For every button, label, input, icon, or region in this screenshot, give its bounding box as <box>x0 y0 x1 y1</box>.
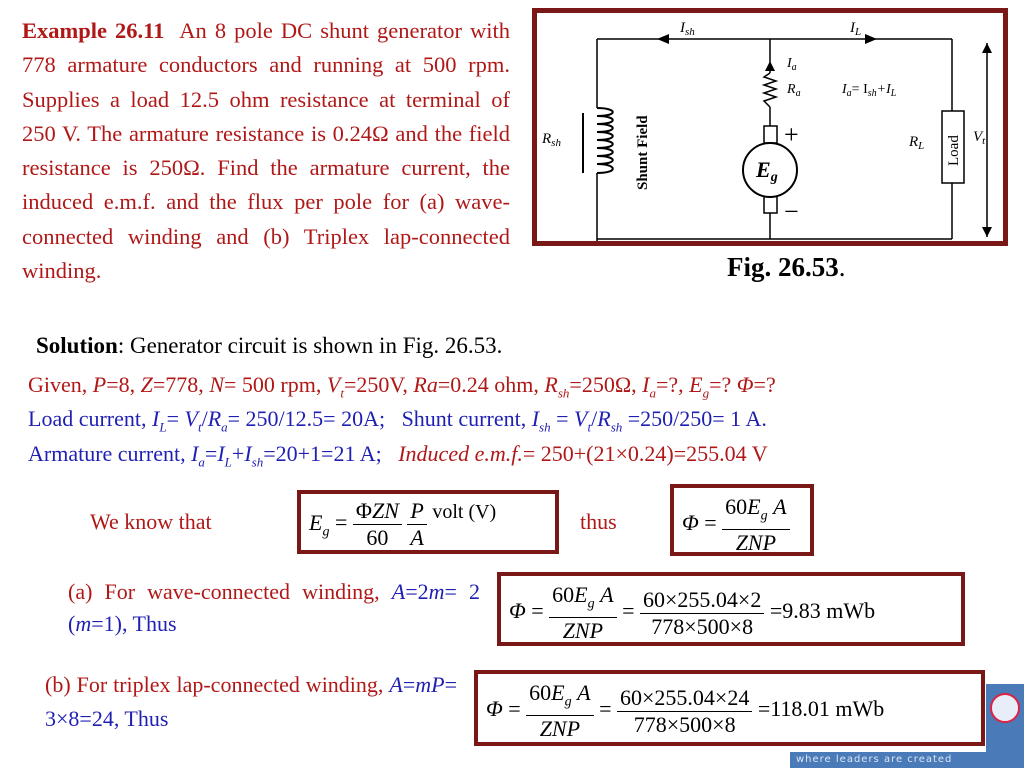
circuit-diagram: Ish IL Ia Ra Ia= Ish+IL Rsh Shunt Field … <box>541 20 992 241</box>
ia-label: Ia <box>786 56 797 73</box>
ia-arrow-icon <box>765 61 775 71</box>
load-label: Load <box>946 135 962 166</box>
part-a-text: (a) For wave-connected winding, A=2m= 2 … <box>68 579 480 636</box>
plus-sign: + <box>784 120 799 149</box>
part-b-denominator: 778×500×8 <box>633 711 736 737</box>
circuit-figure: Ish IL Ia Ra Ia= Ish+IL Rsh Shunt Field … <box>532 8 1008 246</box>
part-b-numerator: 60×255.04×24 <box>617 685 753 712</box>
part-a-result: =9.83 mWb <box>769 598 876 624</box>
volt-unit: volt (V) <box>432 500 497 523</box>
part-a-denominator: 778×500×8 <box>651 613 754 639</box>
eg-label: Eg <box>755 157 778 185</box>
rsh-label: Rsh <box>541 131 561 149</box>
armature-circle <box>742 142 798 198</box>
minus-sign: − <box>784 197 799 226</box>
ra-label: Ra <box>786 82 801 99</box>
part-b-result: =118.01 mWb <box>757 696 885 722</box>
given-line: Given, P=8, Z=778, N= 500 rpm, Vt=250V, … <box>28 372 776 401</box>
figure-caption: Fig. 26.53. <box>727 252 846 282</box>
ish-label: Ish <box>679 20 695 38</box>
shunt-field-label: Shunt Field <box>635 115 651 190</box>
part-a-numerator: 60×255.04×2 <box>640 587 765 614</box>
example-text: An 8 pole DC shunt generator with 778 ar… <box>22 18 511 284</box>
example-label: Example 26.11 <box>22 18 165 43</box>
armature-current-line: Armature current, Ia=IL+Ish=20+1=21 A; I… <box>28 441 768 470</box>
solution-label: Solution <box>36 333 118 358</box>
ish-arrow-icon <box>657 34 669 44</box>
solution-line: Solution: Generator circuit is shown in … <box>36 333 502 359</box>
ia-equation: Ia= Ish+IL <box>841 82 897 99</box>
example-paragraph: Example 26.11 An 8 pole DC shunt generat… <box>22 14 510 288</box>
rl-label: RL <box>908 134 924 152</box>
il-arrow-icon <box>865 34 877 44</box>
load-current-line: Load current, IL= Vt/Ra= 250/12.5= 20A; … <box>28 406 767 435</box>
load-box <box>941 110 965 184</box>
footer-tagline: where leaders are created <box>790 752 1024 768</box>
part-b-text: (b) For triplex lap-connected winding, A… <box>45 672 457 731</box>
thus-text: thus <box>580 509 617 534</box>
solution-text: : Generator circuit is shown in Fig. 26.… <box>117 333 503 358</box>
we-know-text: We know that <box>90 509 212 534</box>
logo-emblem-icon <box>990 693 1020 723</box>
il-label: IL <box>849 20 861 38</box>
armature-resistor <box>761 72 779 108</box>
vt-label: Vt <box>973 129 986 147</box>
shunt-coil <box>582 107 614 174</box>
